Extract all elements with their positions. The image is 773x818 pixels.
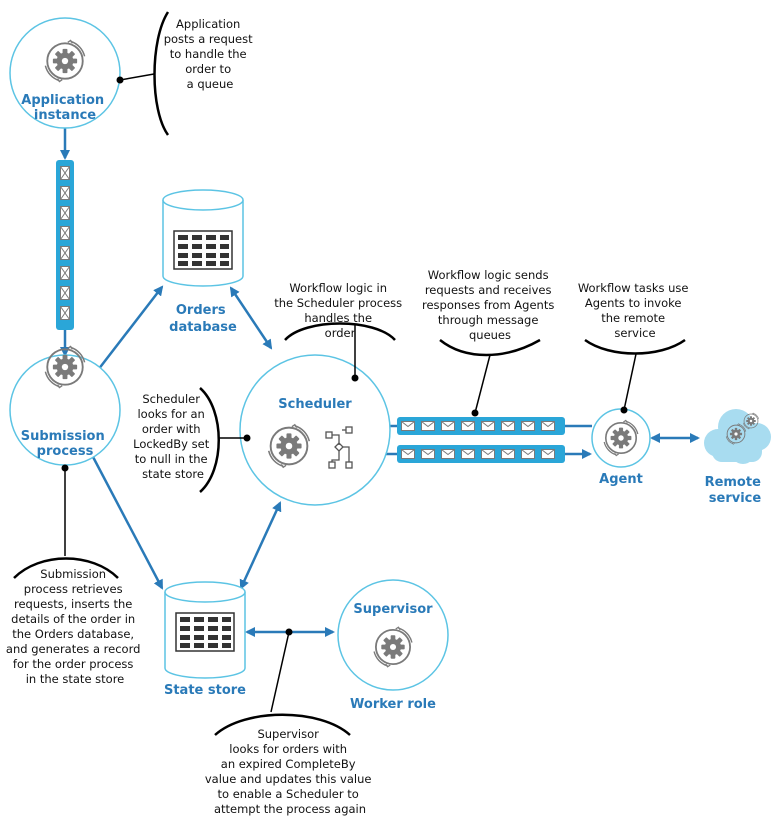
note-line: Agents to invoke: [585, 296, 682, 310]
arrow-submission-to-orders: [97, 285, 164, 371]
supervisor-node: Supervisor Worker role: [337, 579, 449, 712]
note-line: to enable a Scheduler to: [218, 787, 359, 801]
note-line: Workflow tasks use: [578, 281, 689, 295]
note-line: Supervisor: [257, 727, 319, 741]
note-line: handles the: [304, 311, 372, 325]
callout-app-posts: Application posts a request to handle th…: [116, 11, 257, 136]
svg-text:Application instance: Application instance: [21, 93, 108, 123]
arrow-orders-scheduler: [229, 286, 273, 350]
arrow-submission-to-state: [90, 454, 164, 590]
note-line: Submission: [40, 567, 106, 581]
svg-text:Scheduler: Scheduler: [278, 397, 352, 412]
application-instance-node: Application instance: [9, 17, 121, 129]
svg-text:Remote service: Remote service: [705, 475, 766, 506]
note-line: order: [325, 326, 356, 340]
orders-database-node: Orders database: [162, 189, 244, 335]
note-line: value and updates this value: [205, 772, 372, 786]
remote-service-node: Remote service: [704, 409, 771, 506]
table-icon: [173, 230, 233, 270]
note-line: Application: [176, 17, 240, 31]
svg-text:Supervisor: Supervisor: [353, 602, 433, 617]
note-line: Workflow logic sends: [428, 268, 549, 282]
vertical-queue: [56, 160, 74, 330]
svg-text:Submission process retri: Submission process retrieves requests, i…: [6, 567, 144, 686]
callout-workflow-sends: Workflow logic sends requests and receiv…: [422, 268, 558, 417]
request-queue: [397, 445, 565, 463]
note-line: Scheduler: [142, 392, 200, 406]
orders-database-label: Orders: [176, 303, 226, 318]
svg-text:Workflow logic in the Sc: Workflow logic in the Scheduler process …: [274, 281, 406, 340]
table-icon: [175, 612, 235, 652]
note-line: requests, inserts the: [14, 597, 132, 611]
note-line: responses from Agents: [422, 298, 554, 312]
note-line: for the order process: [13, 657, 134, 671]
scheduler-label: Scheduler: [278, 397, 352, 412]
svg-text:Workflow tasks use Agent: Workflow tasks use Agents to invoke the …: [578, 281, 692, 340]
note-line: queues: [469, 328, 511, 342]
submission-process-label: process: [37, 444, 94, 459]
workflow-icon: [325, 426, 353, 469]
supervisor-label: Supervisor: [353, 602, 433, 617]
note-line: order to: [185, 62, 231, 76]
note-line: posts a request: [164, 32, 253, 46]
state-store-label: State store: [164, 683, 246, 698]
note-line: LockedBy set: [133, 437, 210, 451]
note-line: the Scheduler process: [274, 296, 402, 310]
callout-workflow-logic: Workflow logic in the Scheduler process …: [274, 281, 406, 382]
scheduler-node: Scheduler: [239, 354, 391, 506]
note-line: the Orders database,: [12, 627, 134, 641]
remote-service-label: Remote: [705, 475, 762, 490]
note-line: to null in the: [135, 452, 208, 466]
remote-service-label: service: [709, 491, 762, 506]
note-line: looks for orders with: [229, 742, 347, 756]
note-line: looks for an: [137, 407, 204, 421]
callout-submission-retrieves: Submission process retrieves requests, i…: [6, 464, 144, 686]
arrow-state-scheduler: [239, 501, 282, 590]
agent-node: Agent: [591, 408, 651, 487]
svg-text:Submission process: Submission process: [21, 429, 110, 459]
note-line: through message: [438, 313, 539, 327]
orders-database-label: database: [169, 320, 237, 335]
application-instance-label: instance: [34, 108, 96, 123]
svg-text:Supervisor looks for ord: Supervisor looks for orders with an expi…: [205, 727, 375, 816]
note-line: process retrieves: [24, 582, 123, 596]
worker-role-label: Worker role: [350, 697, 436, 712]
note-line: attempt the process again: [214, 802, 366, 816]
callout-supervisor-looks: Supervisor looks for orders with an expi…: [205, 628, 375, 816]
svg-text:Scheduler looks for an: Scheduler looks for an order with Locked…: [133, 392, 213, 481]
note-line: state store: [142, 467, 204, 481]
response-queue: [397, 417, 565, 435]
callout-scheduler-looks: Scheduler looks for an order with Locked…: [133, 387, 251, 493]
note-line: service: [614, 326, 655, 340]
note-line: a queue: [187, 77, 234, 91]
callout-workflow-tasks: Workflow tasks use Agents to invoke the …: [578, 281, 692, 414]
agent-label: Agent: [599, 472, 643, 487]
svg-text:Orders database: Orders database: [169, 303, 237, 335]
application-instance-label: Application: [21, 93, 104, 108]
note-line: requests and receives: [425, 283, 552, 297]
note-line: to handle the: [170, 47, 247, 61]
note-line: in the state store: [26, 672, 125, 686]
svg-text:Worker role: Worker role: [350, 697, 436, 712]
state-store-node: State store: [164, 581, 246, 698]
note-line: details of the order in: [11, 612, 135, 626]
note-line: and generates a record: [6, 642, 140, 656]
note-line: Workflow logic in: [289, 281, 387, 295]
svg-text:Workflow logic sends req: Workflow logic sends requests and receiv…: [422, 268, 558, 342]
svg-text:Agent: Agent: [599, 472, 643, 487]
submission-process-label: Submission: [21, 429, 105, 444]
connectors: [60, 128, 700, 637]
note-line: the remote: [601, 311, 665, 325]
svg-text:Application posts a requ: Application posts a request to handle th…: [164, 17, 257, 91]
note-line: an expired CompleteBy: [221, 757, 356, 771]
note-line: order with: [142, 422, 201, 436]
svg-text:State store: State store: [164, 683, 246, 698]
